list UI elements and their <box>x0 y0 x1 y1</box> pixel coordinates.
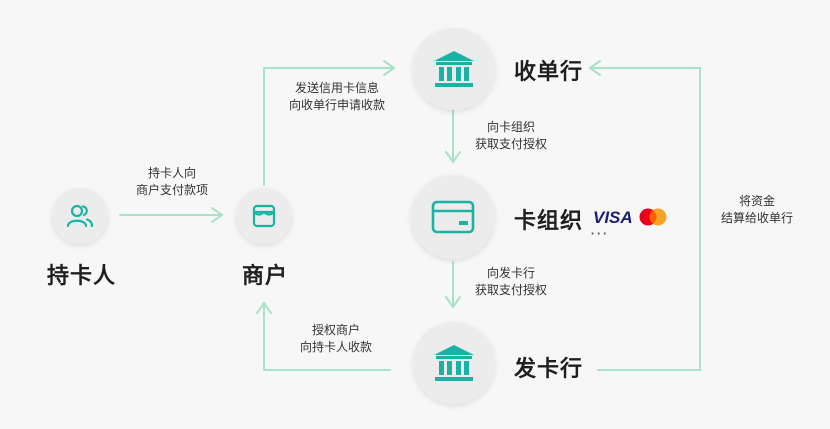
merchant-label: 商户 <box>242 264 289 289</box>
arrow-network-to-issuer <box>445 261 461 308</box>
arrow-cardholder-to-merchant <box>119 207 223 223</box>
arrow-issuer-to-acquirer <box>589 60 701 371</box>
edge-label-issuer-to-merchant: 授权商户 向持卡人收款 <box>299 323 372 354</box>
card-network-label: 卡组织 <box>514 209 584 234</box>
edge-label-issuer-to-acquirer: 将资金 结算给收单行 <box>720 194 793 225</box>
edge-label-network-to-issuer: 向发卡行 获取支付授权 <box>474 266 547 297</box>
edge-label-cardholder-to-merchant: 持卡人向 商户支付款项 <box>135 166 208 197</box>
issuer-node <box>413 322 495 404</box>
arrow-acquirer-to-network <box>445 109 461 163</box>
issuer-label: 发卡行 <box>514 357 584 382</box>
users-icon <box>66 204 94 228</box>
acquirer-label: 收单行 <box>514 60 584 85</box>
card-network-node <box>411 175 495 259</box>
acquirer-node <box>413 28 495 110</box>
more-brands-ellipsis: ··· <box>590 224 609 243</box>
arrow-issuer-to-merchant <box>256 302 391 371</box>
bank-icon <box>434 345 474 381</box>
bank-icon <box>434 51 474 87</box>
cardholder-label: 持卡人 <box>47 264 117 289</box>
edge-label-merchant-to-acquirer: 发送信用卡信息 向收单行申请收款 <box>288 81 385 112</box>
visa-logo: VISA <box>593 208 633 227</box>
arrow-merchant-to-acquirer <box>263 60 395 186</box>
mastercard-logo <box>639 208 667 226</box>
cardholder-node <box>52 188 108 244</box>
merchant-node <box>236 188 292 244</box>
edge-label-acquirer-to-network: 向卡组织 获取支付授权 <box>474 120 547 151</box>
store-icon <box>252 204 276 228</box>
credit-card-icon <box>431 200 475 234</box>
